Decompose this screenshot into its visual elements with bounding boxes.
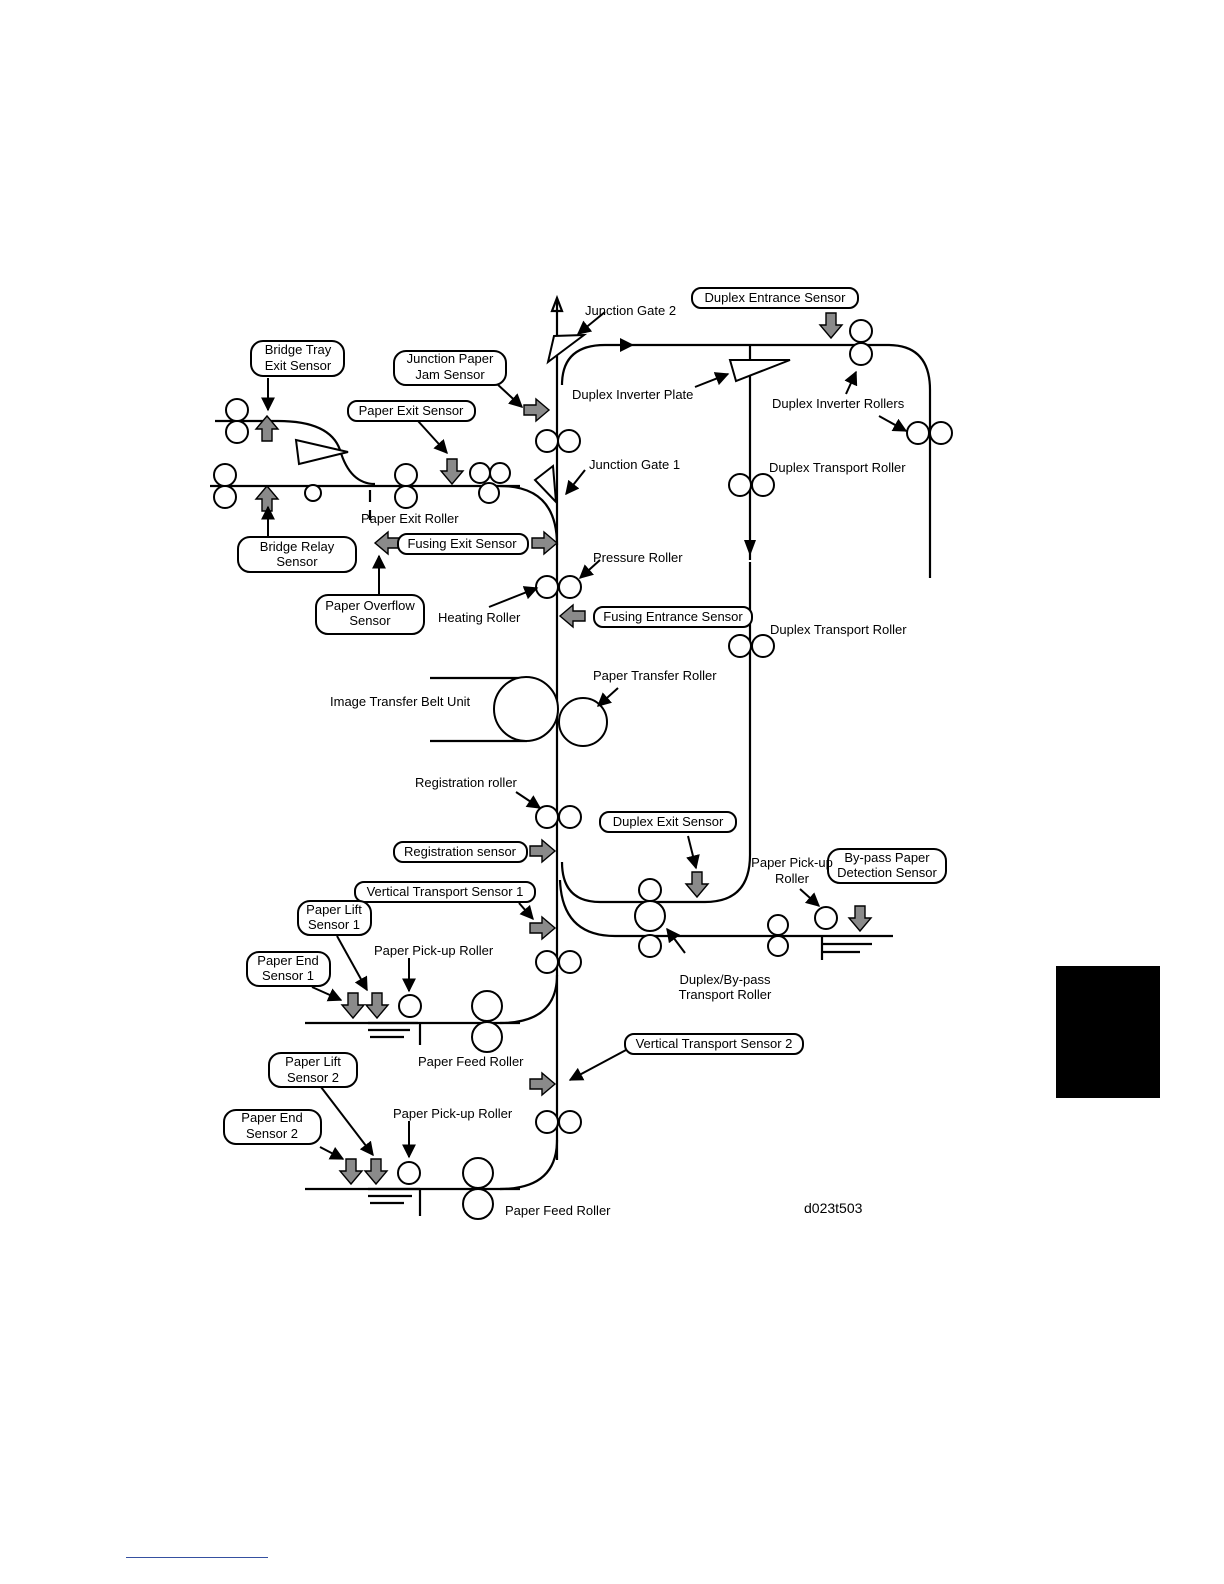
junction-gates bbox=[294, 333, 791, 520]
figure-id: d023t503 bbox=[804, 1200, 863, 1216]
label-registration-roller: Registration roller bbox=[415, 775, 518, 790]
label-paper-overflow-sensor-2: Sensor bbox=[349, 613, 391, 628]
footer-rule bbox=[126, 1557, 268, 1558]
heating-roller bbox=[535, 575, 559, 599]
label-junction-gate-2: Junction Gate 2 bbox=[585, 303, 676, 318]
label-bridge-tray-exit-sensor-2: Exit Sensor bbox=[265, 358, 332, 373]
label-paper-pickup-roller-bypass-2: Roller bbox=[775, 871, 810, 886]
pressure-roller bbox=[558, 575, 582, 599]
label-vertical-transport-sensor-1: Vertical Transport Sensor 1 bbox=[367, 884, 524, 899]
label-paper-end-sensor-2-b: Sensor 2 bbox=[246, 1126, 298, 1141]
label-duplex-entrance-sensor: Duplex Entrance Sensor bbox=[705, 290, 847, 305]
label-paper-feed-roller-1: Paper Feed Roller bbox=[418, 1054, 524, 1069]
label-bridge-relay-sensor-2: Sensor bbox=[276, 554, 318, 569]
label-duplex-bypass-transport-roller-2: Transport Roller bbox=[679, 987, 772, 1002]
label-boxes bbox=[223, 287, 947, 1145]
label-duplex-exit-sensor: Duplex Exit Sensor bbox=[613, 814, 724, 829]
label-bypass-paper-detection-sensor-1: By-pass Paper bbox=[844, 850, 930, 865]
label-image-transfer-belt-unit: Image Transfer Belt Unit bbox=[330, 694, 471, 709]
label-bridge-relay-sensor-1: Bridge Relay bbox=[260, 539, 335, 554]
label-pressure-roller: Pressure Roller bbox=[593, 550, 683, 565]
label-duplex-transport-roller-2: Duplex Transport Roller bbox=[770, 622, 907, 637]
label-paper-lift-sensor-1-a: Paper Lift bbox=[306, 902, 362, 917]
label-paper-exit-sensor: Paper Exit Sensor bbox=[359, 403, 464, 418]
label-paper-pickup-roller-2: Paper Pick-up Roller bbox=[393, 1106, 513, 1121]
label-paper-pickup-roller-1: Paper Pick-up Roller bbox=[374, 943, 494, 958]
label-paper-lift-sensor-2-b: Sensor 2 bbox=[287, 1070, 339, 1085]
label-paper-lift-sensor-2-a: Paper Lift bbox=[285, 1054, 341, 1069]
label-junction-paper-jam-sensor-2: Jam Sensor bbox=[415, 367, 485, 382]
label-heating-roller: Heating Roller bbox=[438, 610, 521, 625]
label-fusing-exit-sensor: Fusing Exit Sensor bbox=[407, 536, 517, 551]
label-duplex-bypass-transport-roller-1: Duplex/By-pass bbox=[679, 972, 771, 987]
paper-transfer-roller bbox=[558, 697, 608, 747]
image-transfer-belt-roller bbox=[493, 676, 559, 742]
label-paper-pickup-roller-bypass-1: Paper Pick-up bbox=[751, 855, 833, 870]
label-junction-paper-jam-sensor-1: Junction Paper bbox=[407, 351, 494, 366]
label-vertical-transport-sensor-2: Vertical Transport Sensor 2 bbox=[636, 1036, 793, 1051]
leader-arrows bbox=[261, 311, 908, 1160]
label-junction-gate-1: Junction Gate 1 bbox=[589, 457, 680, 472]
junction-gate-1 bbox=[533, 464, 558, 505]
label-paper-lift-sensor-1-b: Sensor 1 bbox=[308, 917, 360, 932]
label-bypass-paper-detection-sensor-2: Detection Sensor bbox=[837, 865, 937, 880]
bridge-tray-gate bbox=[294, 438, 349, 466]
label-duplex-inverter-plate: Duplex Inverter Plate bbox=[572, 387, 693, 402]
section-tab bbox=[1056, 966, 1160, 1098]
text-labels: Bridge Tray Exit Sensor Junction Paper J… bbox=[241, 290, 937, 1218]
sensor-arrows bbox=[254, 312, 873, 1186]
label-paper-end-sensor-2-a: Paper End bbox=[241, 1110, 302, 1125]
label-duplex-inverter-rollers: Duplex Inverter Rollers bbox=[772, 396, 905, 411]
label-registration-sensor: Registration sensor bbox=[404, 844, 517, 859]
label-bridge-tray-exit-sensor-1: Bridge Tray bbox=[265, 342, 332, 357]
label-fusing-entrance-sensor: Fusing Entrance Sensor bbox=[603, 609, 743, 624]
label-paper-overflow-sensor-1: Paper Overflow bbox=[325, 598, 415, 613]
label-paper-end-sensor-1-b: Sensor 1 bbox=[262, 968, 314, 983]
label-paper-transfer-roller: Paper Transfer Roller bbox=[593, 668, 717, 683]
label-duplex-transport-roller-1: Duplex Transport Roller bbox=[769, 460, 906, 475]
duplex-inverter-plate bbox=[728, 359, 791, 383]
label-paper-end-sensor-1-a: Paper End bbox=[257, 953, 318, 968]
paper-path-lines bbox=[210, 294, 932, 1216]
rollers bbox=[213, 319, 953, 1220]
label-paper-exit-roller: Paper Exit Roller bbox=[361, 511, 459, 526]
junction-gate-2 bbox=[546, 333, 588, 365]
label-paper-feed-roller-2: Paper Feed Roller bbox=[505, 1203, 611, 1218]
